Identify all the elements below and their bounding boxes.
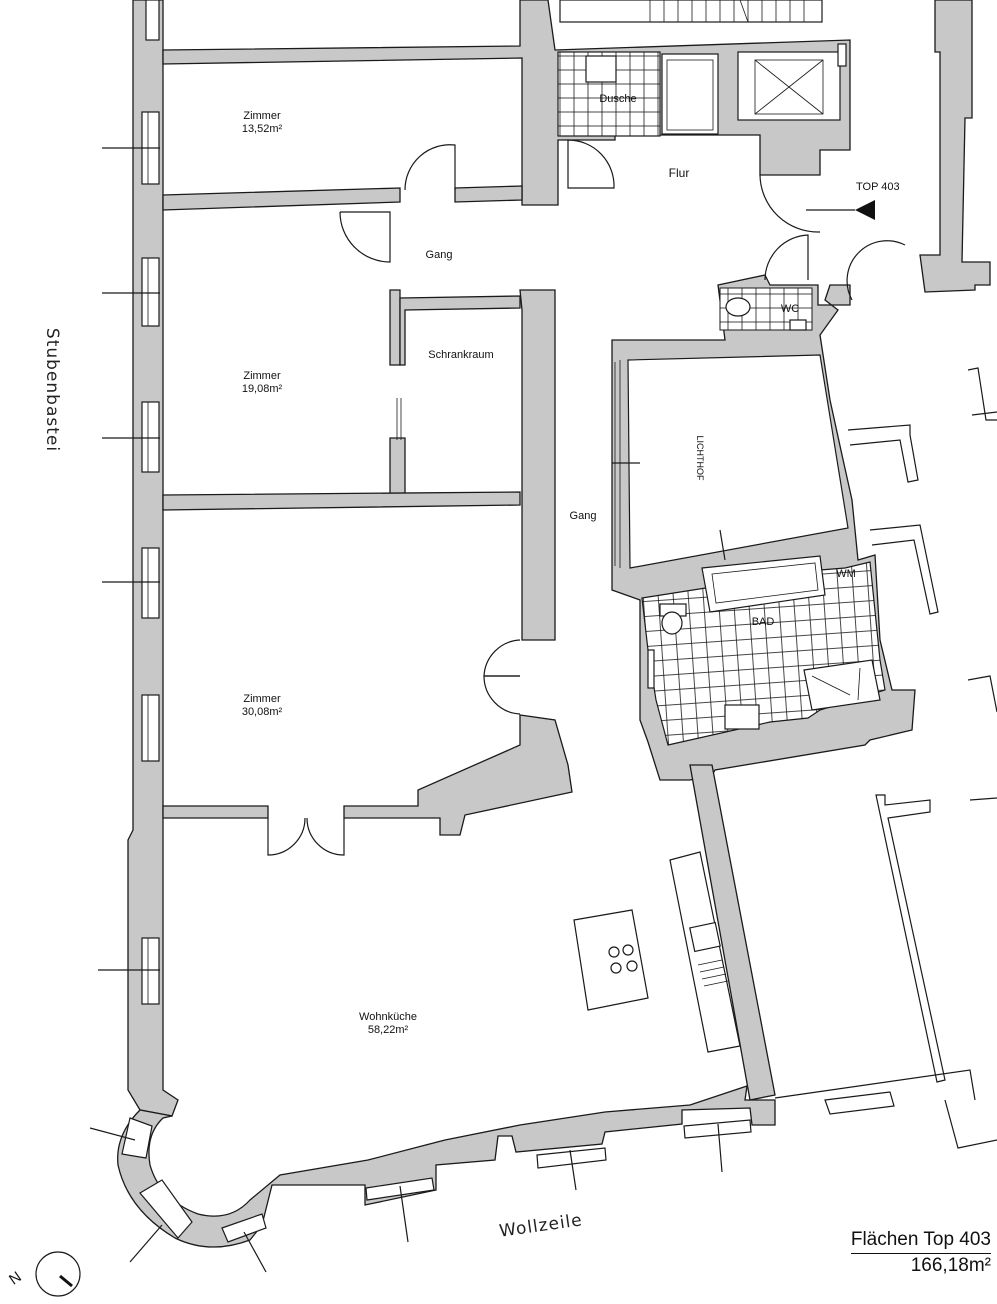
room-area: 19,08m²: [241, 383, 283, 395]
room-area: 13,52m²: [241, 123, 283, 135]
stairs: [559, 0, 823, 23]
shower-tiles: [557, 43, 847, 137]
label-bad: BAD: [751, 616, 775, 628]
street-stubenbastei: Stubenbastei: [42, 327, 62, 453]
label-flur: Flur: [668, 166, 690, 180]
lichthof-room: [612, 354, 849, 569]
wc-room: [719, 287, 813, 331]
room-name: Wohnküche: [359, 1011, 417, 1023]
room-label-zimmer-1: Zimmer 13,52m²: [242, 110, 282, 136]
entrance-marker: [806, 200, 875, 220]
room-label-zimmer-2: Zimmer 19,08m²: [242, 370, 282, 396]
label-wm: WM: [836, 568, 856, 580]
south-facade-wall: [117, 1085, 776, 1248]
south-windows: [89, 1117, 752, 1273]
room-name: Zimmer: [243, 693, 281, 705]
summary-area: 166,18m²: [910, 1255, 991, 1276]
summary-title: Flächen Top 403: [850, 1228, 991, 1254]
kitchen-furniture: [573, 851, 741, 1053]
room-label-zimmer-3: Zimmer 30,08m²: [242, 693, 282, 719]
room-label-wohnkueche: Wohnküche 58,22m²: [359, 1011, 417, 1037]
neighbouring-outlines: [774, 367, 997, 1149]
north-arrow-icon: [35, 1251, 81, 1297]
area-summary: Flächen Top 403 166,18m²: [850, 1228, 991, 1278]
room-area: 30,08m²: [241, 706, 283, 718]
bathroom-tiles: [641, 555, 886, 746]
label-wc: WC: [780, 303, 800, 315]
label-gang-mid: Gang: [569, 510, 597, 522]
room-name: Zimmer: [243, 110, 281, 122]
west-windows: [98, 0, 160, 1005]
room-area: 58,22m²: [367, 1024, 409, 1036]
label-dusche: Dusche: [599, 93, 637, 105]
label-gang-top: Gang: [425, 249, 453, 261]
label-top-403: TOP 403: [856, 181, 900, 193]
door-swings: [267, 139, 906, 856]
room-name: Zimmer: [243, 370, 281, 382]
label-schrankraum: Schrankraum: [428, 349, 494, 361]
label-lichthof: LICHTHOF: [695, 435, 705, 481]
